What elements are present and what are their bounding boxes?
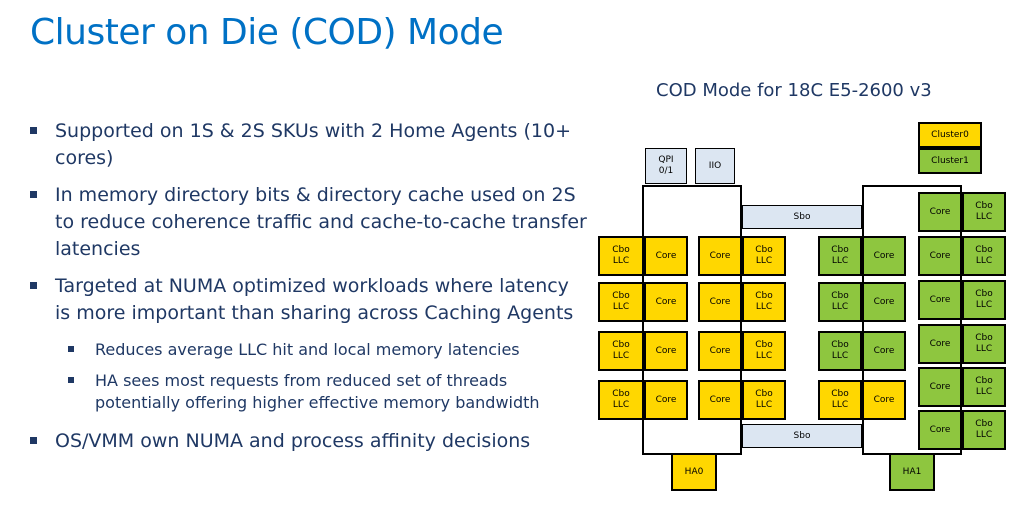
core: Core — [644, 236, 688, 276]
sub-bullet-item: Reduces average LLC hit and local memory… — [68, 339, 590, 361]
core: Core — [644, 380, 688, 420]
cbo-llc: Cbo LLC — [742, 380, 786, 420]
core: Core — [698, 380, 742, 420]
cbo-llc: Cbo LLC — [598, 380, 644, 420]
cbo-llc: Cbo LLC — [598, 282, 644, 322]
sbo-bottom: Sbo — [742, 424, 862, 448]
core: Core — [918, 367, 962, 407]
diagram-title: COD Mode for 18C E5-2600 v3 — [656, 80, 932, 101]
iio-block: IIO — [695, 148, 735, 184]
legend-cluster0: Cluster0 — [918, 122, 982, 148]
core: Core — [918, 236, 962, 276]
cbo-llc: Cbo LLC — [962, 324, 1006, 364]
core: Core — [644, 331, 688, 371]
core: Core — [918, 324, 962, 364]
core: Core — [862, 236, 906, 276]
cbo-llc: Cbo LLC — [962, 367, 1006, 407]
bullet-item: OS/VMM own NUMA and process affinity dec… — [30, 428, 590, 455]
cbo-llc: Cbo LLC — [962, 236, 1006, 276]
core: Core — [918, 410, 962, 450]
cbo-llc: Cbo LLC — [818, 331, 862, 371]
core: Core — [862, 380, 906, 420]
core: Core — [918, 280, 962, 320]
bullet-item: In memory directory bits & directory cac… — [30, 182, 590, 263]
cbo-llc: Cbo LLC — [742, 236, 786, 276]
cbo-llc: Cbo LLC — [742, 282, 786, 322]
core: Core — [644, 282, 688, 322]
sbo-top: Sbo — [742, 205, 862, 229]
qpi-block: QPI 0/1 — [645, 148, 687, 184]
cbo-llc: Cbo LLC — [818, 236, 862, 276]
sub-bullet-item: HA sees most requests from reduced set o… — [68, 370, 590, 414]
legend-cluster1: Cluster1 — [918, 148, 982, 174]
cbo-llc: Cbo LLC — [962, 410, 1006, 450]
ha1-block: HA1 — [889, 453, 935, 491]
cbo-llc: Cbo LLC — [962, 280, 1006, 320]
core: Core — [918, 192, 962, 232]
core: Core — [698, 331, 742, 371]
bullet-list: Supported on 1S & 2S SKUs with 2 Home Ag… — [30, 118, 590, 465]
cbo-llc: Cbo LLC — [742, 331, 786, 371]
cbo-llc: Cbo LLC — [598, 236, 644, 276]
ha0-block: HA0 — [671, 453, 717, 491]
cbo-llc: Cbo LLC — [598, 331, 644, 371]
core: Core — [862, 282, 906, 322]
bullet-item: Targeted at NUMA optimized workloads whe… — [30, 273, 590, 327]
cbo-llc: Cbo LLC — [818, 282, 862, 322]
bullet-item: Supported on 1S & 2S SKUs with 2 Home Ag… — [30, 118, 590, 172]
core: Core — [698, 282, 742, 322]
core: Core — [698, 236, 742, 276]
core: Core — [862, 331, 906, 371]
cbo-llc: Cbo LLC — [818, 380, 862, 420]
slide-title: Cluster on Die (COD) Mode — [30, 12, 504, 53]
cbo-llc: Cbo LLC — [962, 192, 1006, 232]
